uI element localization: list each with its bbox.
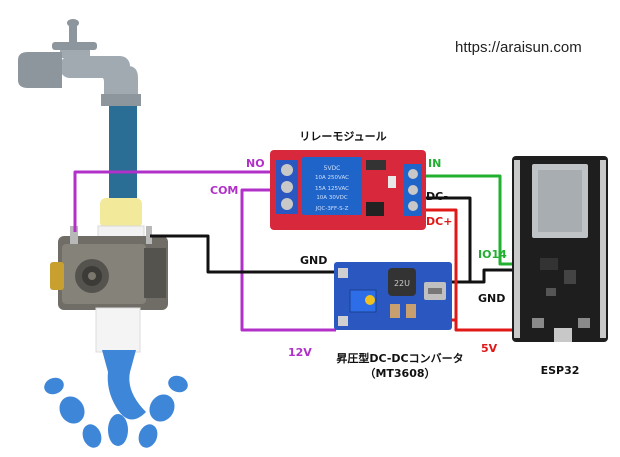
faucet-icon (18, 19, 141, 106)
relay-pin-dc-minus: DC- (426, 190, 448, 203)
esp32-board (512, 156, 608, 342)
esp32-pin-gnd: GND (478, 292, 505, 305)
wire-com-to-12v (240, 188, 336, 332)
relay-pin-no: NO (246, 157, 265, 170)
wire-in-to-io14 (424, 174, 512, 266)
relay-pin-in: IN (428, 157, 441, 170)
wire-valve-gnd (150, 234, 336, 274)
relay-print-model: JQC-3FF-S-Z (315, 206, 349, 212)
converter-vin-label: 12V (288, 346, 312, 359)
relay-title: リレーモジュール (299, 130, 386, 143)
dcdc-converter: 22U (334, 262, 452, 330)
water-pipe (109, 106, 137, 202)
esp32-title: ESP32 (541, 364, 580, 377)
relay-print-10a30: 10A 30VDC (316, 195, 348, 201)
converter-gnd-label: GND (300, 254, 327, 267)
wires (73, 170, 512, 332)
sealing-tape (100, 198, 142, 228)
wire-dc-minus (424, 196, 472, 282)
outlet-fitting (95, 307, 141, 353)
relay-print-15a125: 15A 125VAC (315, 186, 349, 192)
converter-inductor-print: 22U (394, 279, 410, 288)
site-url: https://araisun.com (455, 39, 582, 56)
relay-print-5vdc: 5VDC (324, 165, 341, 172)
converter-model: （MT3608） (364, 367, 435, 380)
esp32-pin-io14: IO14 (478, 248, 507, 261)
wire-converter-gnd-to-esp (450, 268, 512, 284)
solenoid-valve-icon (50, 226, 168, 310)
relay-module: 5VDC 10A 250VAC 15A 125VAC 10A 30VDC JQC… (270, 150, 426, 230)
relay-pin-com: COM (210, 184, 238, 197)
relay-print-10a250: 10A 250VAC (315, 175, 349, 181)
wire-dc-plus (424, 208, 512, 332)
water-splash-icon (44, 350, 188, 448)
esp32-pin-5v: 5V (481, 342, 498, 355)
wire-no-to-valve (73, 170, 280, 232)
converter-title: 昇圧型DC-DCコンバータ (336, 351, 463, 365)
relay-pin-dc-plus: DC+ (426, 215, 452, 228)
